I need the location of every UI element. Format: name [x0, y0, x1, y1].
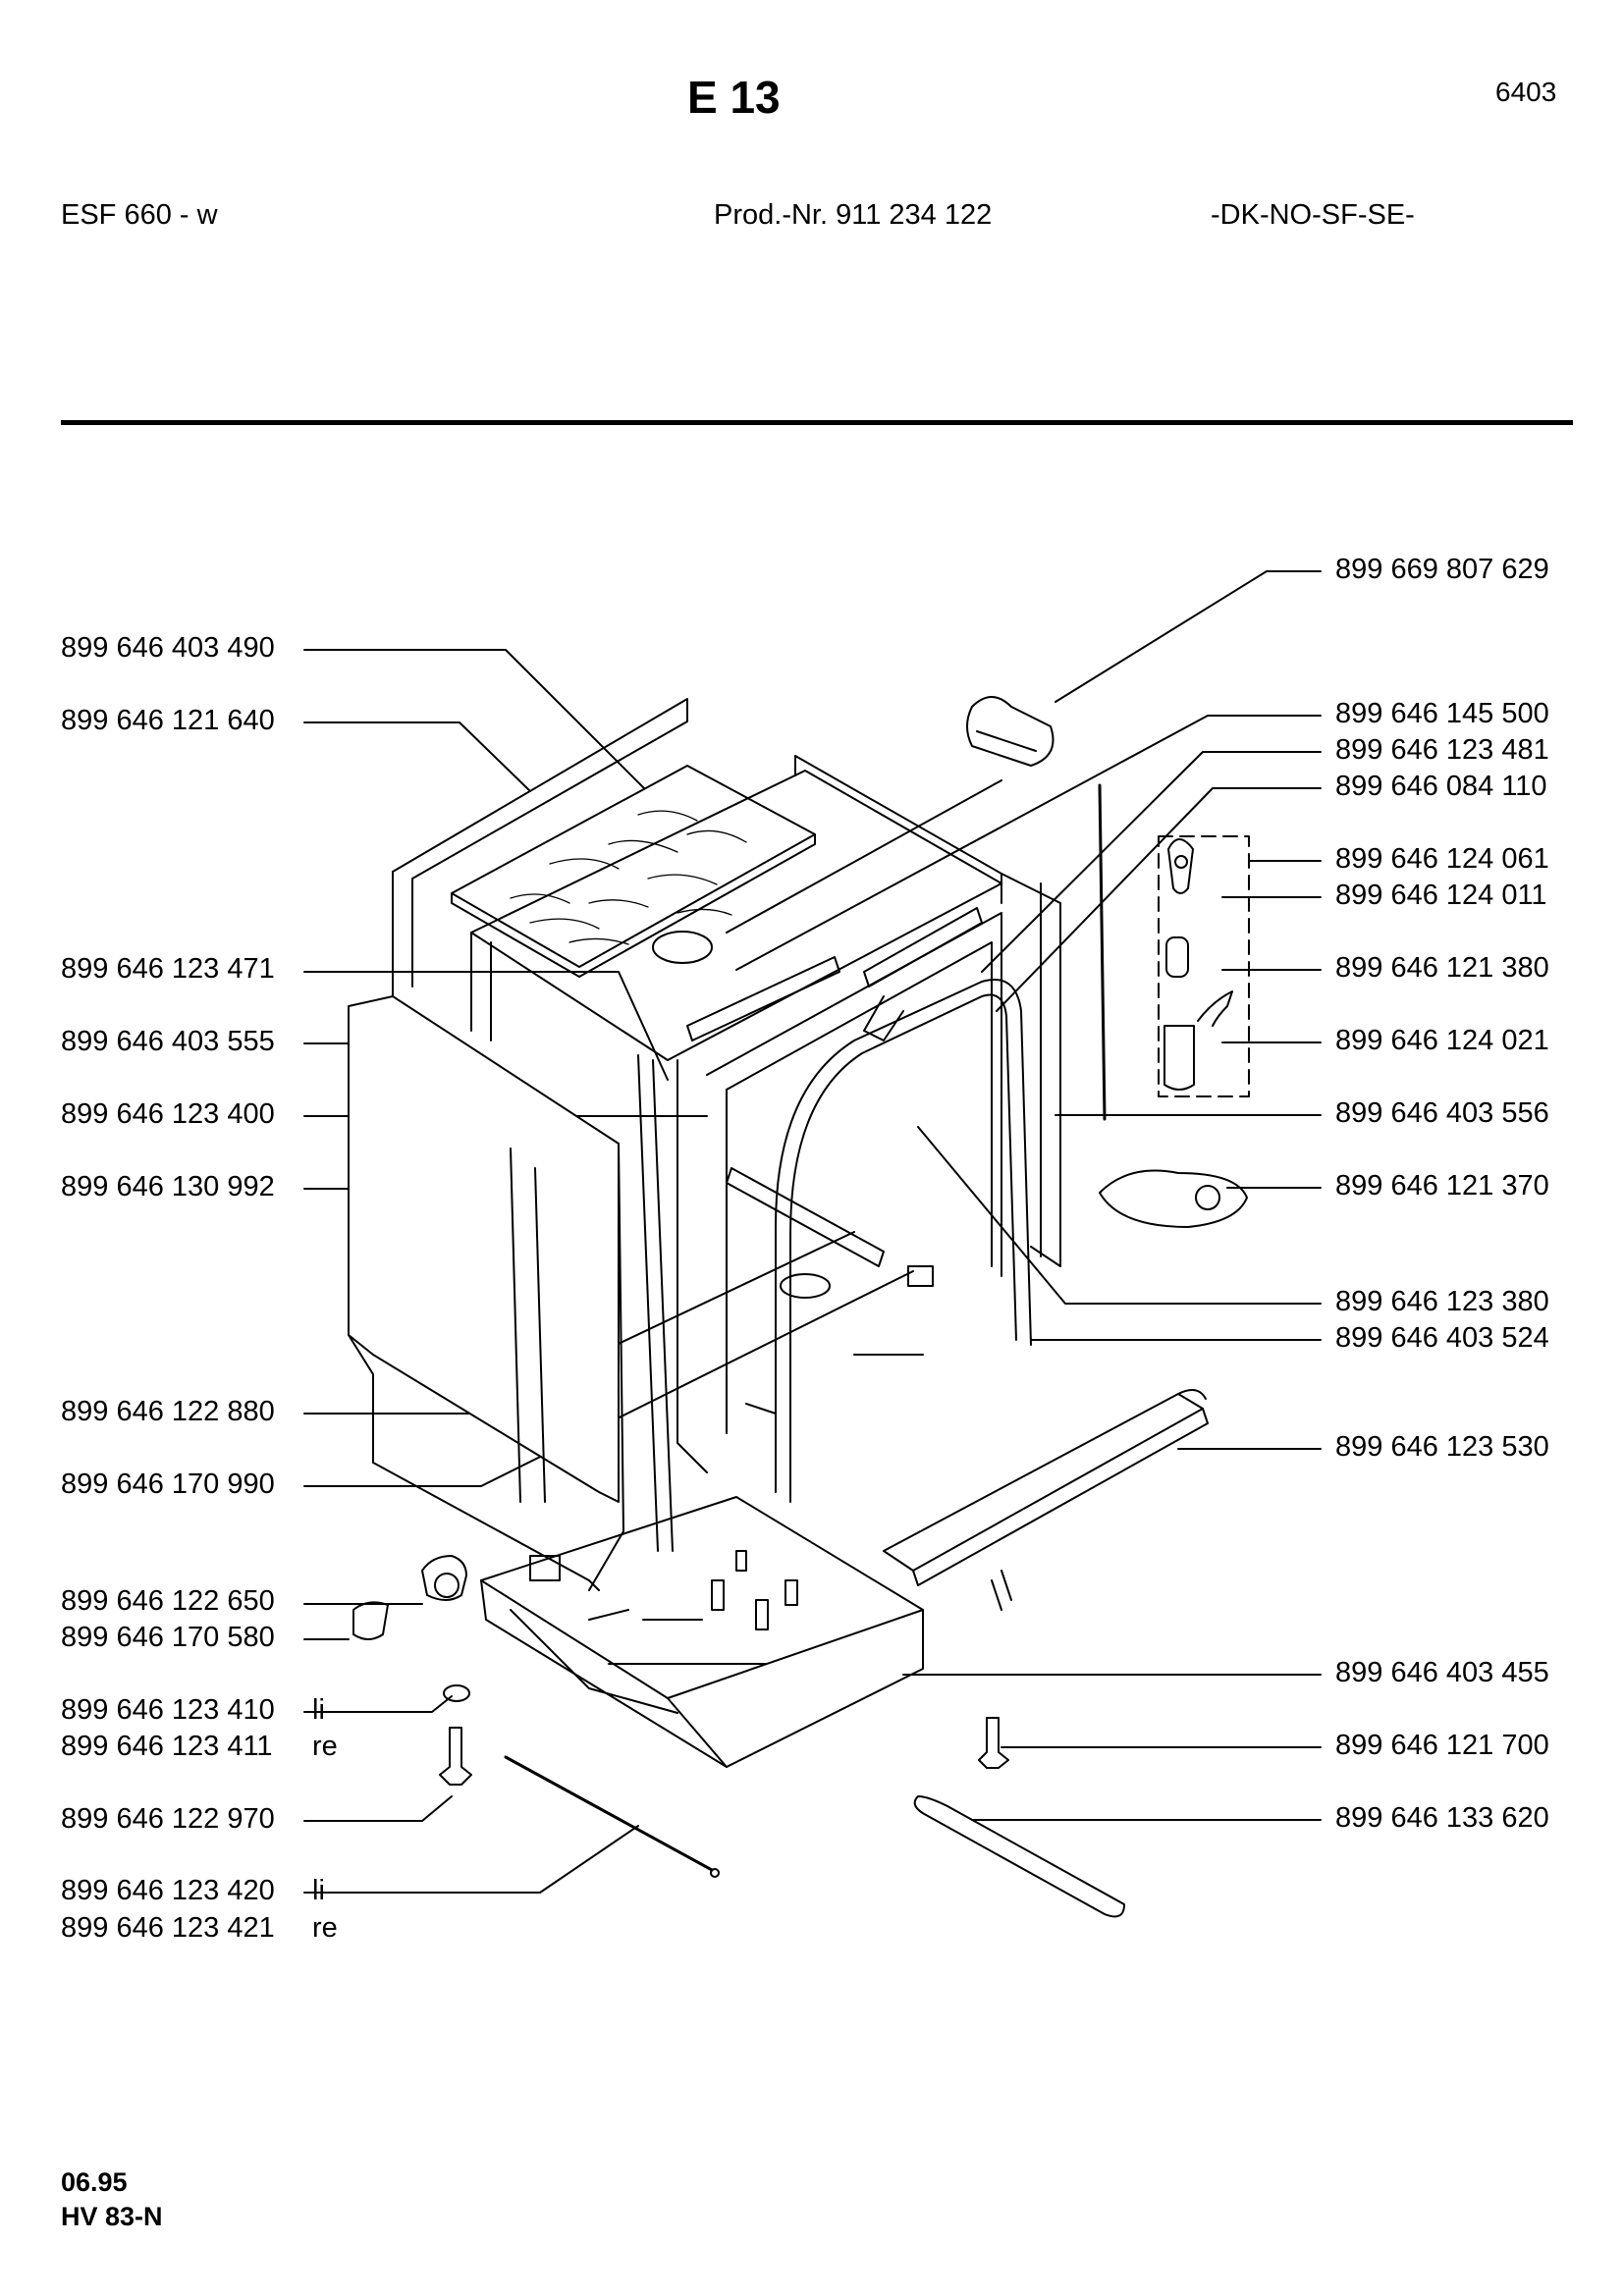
part-label-right: 899 646 123 481 — [1335, 734, 1549, 766]
part-label-left: 899 646 130 992 — [61, 1171, 275, 1202]
part-label-left: 899 646 123 471 — [61, 953, 275, 985]
part-label-right: 899 646 133 620 — [1335, 1802, 1549, 1834]
filter-insert — [1165, 936, 1189, 978]
part-label-left: 899 646 123 411 — [61, 1731, 273, 1762]
part-suffix: li — [312, 1875, 325, 1906]
door-frame-gasket — [775, 979, 1032, 1503]
part-label-left: 899 646 123 400 — [61, 1098, 275, 1130]
country-codes: -DK-NO-SF-SE- — [1211, 199, 1415, 231]
part-label-left: 899 646 170 990 — [61, 1468, 275, 1500]
part-label-left: 899 646 123 420 — [61, 1875, 275, 1906]
part-label-left: 899 646 122 880 — [61, 1396, 275, 1427]
inner-tub — [470, 770, 1002, 1473]
sump-filter-hole — [1195, 1185, 1220, 1210]
part-label-right: 899 646 403 455 — [1335, 1657, 1549, 1688]
seal-strip — [1098, 783, 1107, 1121]
part-suffix: li — [312, 1694, 325, 1726]
part-suffix: re — [312, 1731, 338, 1762]
kick-rail — [883, 1389, 1209, 1586]
part-label-left: 899 646 123 410 — [61, 1694, 275, 1726]
page-title: E 13 — [687, 72, 781, 123]
part-label-right: 899 646 121 700 — [1335, 1730, 1549, 1761]
part-label-left: 899 646 170 580 — [61, 1622, 275, 1653]
rails — [686, 907, 983, 1287]
part-label-right: 899 646 121 380 — [1335, 952, 1549, 984]
part-label-right: 899 646 121 370 — [1335, 1170, 1549, 1201]
header-divider — [61, 420, 1573, 425]
hose-part — [966, 696, 1055, 767]
screw-right — [978, 1717, 1009, 1769]
part-label-right: 899 646 124 021 — [1335, 1025, 1549, 1056]
part-label-right: 899 646 084 110 — [1335, 771, 1547, 802]
base-tray — [480, 1496, 1012, 1768]
product-number: Prod.-Nr. 911 234 122 — [714, 199, 993, 231]
part-label-right: 899 669 807 629 — [1335, 554, 1549, 585]
part-label-right: 899 646 403 524 — [1335, 1322, 1549, 1354]
part-label-left: 899 646 403 490 — [61, 632, 275, 664]
part-label-right: 899 646 145 500 — [1335, 698, 1549, 729]
part-label-left: 899 646 123 421 — [61, 1912, 275, 1944]
part-label-right: 899 646 124 011 — [1335, 880, 1547, 911]
part-label-left: 899 646 122 970 — [61, 1803, 275, 1835]
salt-funnel — [1167, 838, 1233, 1027]
part-suffix: re — [312, 1912, 338, 1944]
page-code: 6403 — [1495, 77, 1557, 107]
top-insulation-panel — [451, 765, 816, 978]
side-panel — [348, 995, 674, 1591]
small-parts-group-box — [1158, 835, 1250, 1097]
part-label-right: 899 646 124 061 — [1335, 843, 1549, 875]
document-code: HV 83-N — [61, 2202, 163, 2231]
cabinet-frame — [392, 698, 1061, 1267]
model-name: ESF 660 - w — [61, 199, 218, 231]
part-label-left: 899 646 122 650 — [61, 1585, 275, 1617]
small-parts-left — [352, 1555, 720, 1878]
plinth-strip — [913, 1795, 1125, 1918]
part-label-right: 899 646 123 530 — [1335, 1431, 1549, 1463]
part-label-right: 899 646 403 556 — [1335, 1097, 1549, 1129]
leader-lines-right — [735, 570, 1322, 1821]
sump-filter — [1099, 1169, 1248, 1228]
filter-cup — [1163, 1025, 1195, 1091]
part-label-left: 899 646 121 640 — [61, 705, 275, 736]
part-label-left: 899 646 403 555 — [61, 1026, 275, 1057]
part-label-right: 899 646 123 380 — [1335, 1286, 1549, 1317]
issue-date: 06.95 — [61, 2167, 128, 2197]
